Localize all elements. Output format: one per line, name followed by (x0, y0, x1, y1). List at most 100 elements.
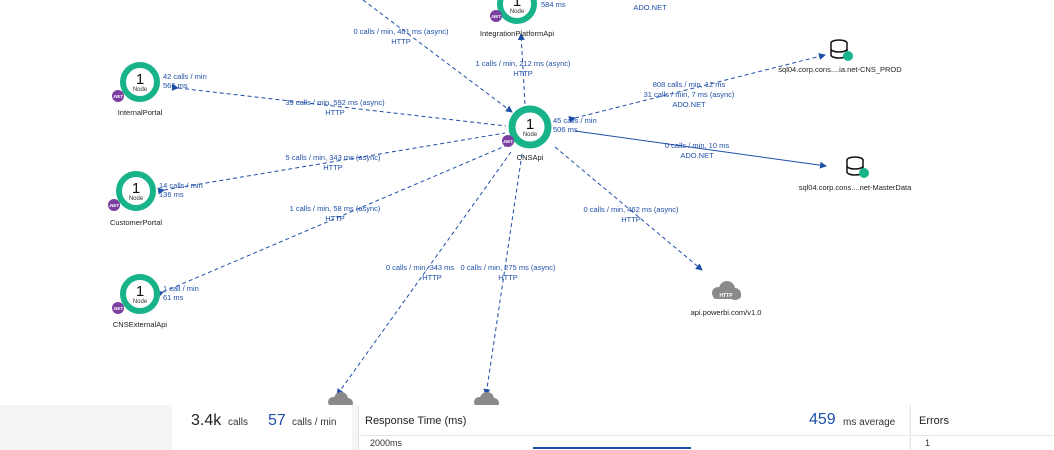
node-stat: 45 calls / min (553, 116, 597, 125)
total-calls-value: 3.4k (191, 412, 222, 429)
edge-label: HTTP (391, 37, 411, 46)
edge-label: 0 calls / min, 462 ms (async) (583, 205, 679, 214)
service-name: api.powerbi.com/v1.0 (691, 308, 762, 317)
node-stat: 42 calls / min (163, 72, 207, 81)
dotnet-icon (108, 199, 120, 211)
edge-label: 0 calls / min, 401 ms (async) (353, 27, 449, 36)
database-name: sql04.corp.cons....ia.net-CNS_PROD (778, 65, 902, 74)
node-integrationplatformapi[interactable]: 1 Node .NET 584 ms IntegrationPlatformAp… (480, 0, 566, 38)
edge-line[interactable] (157, 132, 506, 195)
database-masterdata[interactable]: sql04.corp.cons....net-MasterData (799, 156, 912, 192)
node-stat: 61 ms (163, 293, 184, 302)
edge-line[interactable] (517, 33, 526, 105)
edge-label: 808 calls / min, 12 ms (653, 80, 726, 89)
edge-label: 0 calls / min, 10 ms (665, 141, 729, 150)
node-sublabel: Node (523, 132, 538, 138)
node-count: 1 (513, 0, 521, 10)
average-value: 459 (809, 411, 836, 428)
node-name: InternalPortal (118, 108, 163, 117)
dotnet-icon (490, 10, 502, 22)
edge-label: 5 calls / min, 343 ms (async) (285, 153, 381, 162)
node-name: CNSExternalApi (113, 320, 168, 329)
edge-label: HTTP (422, 273, 442, 282)
edge-line[interactable] (483, 153, 523, 396)
application-map[interactable]: 0 calls / min, 401 ms (async) HTTP 1 cal… (0, 0, 1054, 405)
edge-line[interactable] (568, 53, 826, 123)
database-cns-prod[interactable]: sql04.corp.cons....ia.net-CNS_PROD (778, 39, 902, 74)
edge-label: HTTP (513, 69, 533, 78)
cloud-icon[interactable] (328, 392, 353, 405)
cloud-icon[interactable] (474, 392, 499, 405)
node-customerportal[interactable]: 1 Node .NET 14 calls / min 136 ms Custom… (108, 171, 203, 227)
node-name: IntegrationPlatformApi (480, 29, 555, 38)
edge-line[interactable] (171, 83, 507, 127)
edge-line[interactable] (574, 130, 827, 169)
axis-label: 1 (925, 438, 931, 448)
edge-line[interactable] (554, 146, 703, 271)
edge-line[interactable] (336, 151, 512, 396)
node-ring (508, 105, 552, 149)
edge-label: HTTP (325, 108, 345, 117)
node-name: CNSApi (517, 153, 544, 162)
edge-label: ADO.NET (672, 100, 706, 109)
edge-label: 1 calls / min, 58 ms (async) (290, 204, 381, 213)
node-internalportal[interactable]: 1 Node .NET 42 calls / min 566 ms Intern… (112, 62, 207, 117)
node-count: 1 (136, 71, 144, 88)
dotnet-icon-label: .NET (503, 139, 514, 144)
dotnet-icon (502, 135, 514, 147)
edge-label: HTTP (323, 163, 343, 172)
errors-title: Errors (919, 415, 949, 427)
node-name: CustomerPortal (110, 218, 162, 227)
edge-label: HTTP (498, 273, 518, 282)
status-icon (843, 51, 853, 61)
cloud-icon (712, 281, 741, 300)
dotnet-icon-label: .NET (491, 14, 502, 19)
node-count: 1 (136, 283, 144, 300)
http-icon-label: HTTP (719, 293, 733, 299)
node-ring (497, 0, 537, 24)
edge-label: HTTP (325, 214, 345, 223)
dotnet-icon-label: .NET (113, 94, 124, 99)
node-stat: 584 ms (541, 0, 566, 9)
calls-rate-label: calls / min (292, 417, 337, 428)
edge-label: HTTP (621, 215, 641, 224)
average-label: ms average (843, 417, 896, 428)
chart-series-line (533, 447, 691, 449)
node-count: 1 (132, 180, 140, 197)
edge-label: 39 calls / min, 592 ms (async) (285, 98, 385, 107)
total-calls-label: calls (228, 417, 249, 428)
divider (359, 435, 908, 436)
axis-label: 2000ms (370, 438, 403, 448)
dotnet-icon-label: .NET (113, 306, 124, 311)
edge-label: 0 calls / min, 343 ms (386, 263, 455, 272)
node-sublabel: Node (133, 87, 148, 93)
calls-rate-value: 57 (268, 412, 286, 429)
edge-labels: 0 calls / min, 401 ms (async) HTTP 1 cal… (285, 3, 735, 282)
edge-label: ADO.NET (680, 151, 714, 160)
calls-summary-panel: 3.4k calls 57 calls / min (172, 405, 352, 450)
edge-label: 31 calls / min, 7 ms (async) (644, 90, 735, 99)
node-stat: 136 ms (159, 190, 184, 199)
response-time-panel[interactable]: Response Time (ms) 459 ms average 2000ms (358, 405, 909, 450)
node-cnsapi[interactable]: 1 Node .NET 45 calls / min 506 ms CNSApi (502, 105, 597, 162)
edge-label: ADO.NET (633, 3, 667, 12)
node-ring (116, 171, 156, 211)
node-stat: 14 calls / min (159, 181, 203, 190)
node-ring (120, 62, 160, 102)
edge-label: 1 calls / min, 212 ms (async) (475, 59, 571, 68)
node-count: 1 (526, 116, 534, 133)
dotnet-icon-label: .NET (109, 203, 120, 208)
application-map-canvas: 0 calls / min, 401 ms (async) HTTP 1 cal… (108, 0, 912, 405)
node-cnsexternalapi[interactable]: 1 Node .NET 1 call / min 61 ms CNSExtern… (112, 274, 199, 329)
node-sublabel: Node (133, 299, 148, 305)
edge-label: 0 calls / min, 275 ms (async) (460, 263, 556, 272)
database-name: sql04.corp.cons....net-MasterData (799, 183, 912, 192)
response-time-title: Response Time (ms) (365, 415, 467, 427)
node-ring (120, 274, 160, 314)
node-stat: 566 ms (163, 81, 188, 90)
errors-panel[interactable]: Errors 1 (910, 405, 1054, 450)
http-service-powerbi[interactable]: HTTP api.powerbi.com/v1.0 (691, 281, 762, 317)
node-sublabel: Node (510, 9, 525, 15)
divider (911, 435, 1054, 436)
edge-line[interactable] (362, 0, 513, 113)
